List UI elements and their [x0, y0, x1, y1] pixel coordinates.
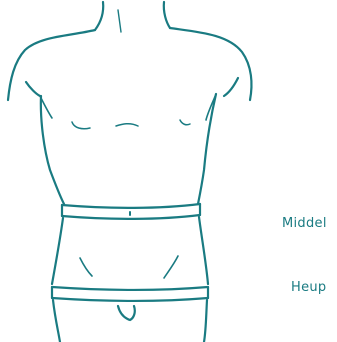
- left-shoulder-line: [8, 30, 95, 100]
- neck-right-line: [164, 2, 170, 28]
- hip-label: Heup: [291, 280, 326, 295]
- torso-left-side: [41, 96, 64, 204]
- left-leg-outer: [53, 300, 60, 342]
- right-arm-inner-line: [224, 78, 238, 96]
- neck-left-line: [95, 2, 103, 30]
- hip-band-top: [52, 287, 208, 290]
- left-chest-mark: [72, 122, 90, 129]
- left-groin-line: [80, 258, 92, 276]
- sternum-mark: [116, 124, 138, 126]
- torso-right-side: [198, 94, 216, 204]
- right-groin-line: [164, 256, 178, 278]
- left-arm-inner-line: [26, 82, 40, 96]
- waist-band-bottom: [62, 215, 200, 219]
- neck-center-mark: [118, 10, 121, 32]
- right-chest-mark: [180, 120, 190, 125]
- waist-band-top: [62, 204, 200, 208]
- hip-right-side: [199, 217, 208, 284]
- right-shoulder-line: [170, 28, 251, 100]
- crotch-curve: [118, 306, 135, 320]
- waist-label: Middel: [282, 216, 327, 231]
- hip-left-side: [52, 218, 63, 284]
- hip-band-bottom: [52, 298, 208, 301]
- right-leg-outer: [204, 300, 207, 342]
